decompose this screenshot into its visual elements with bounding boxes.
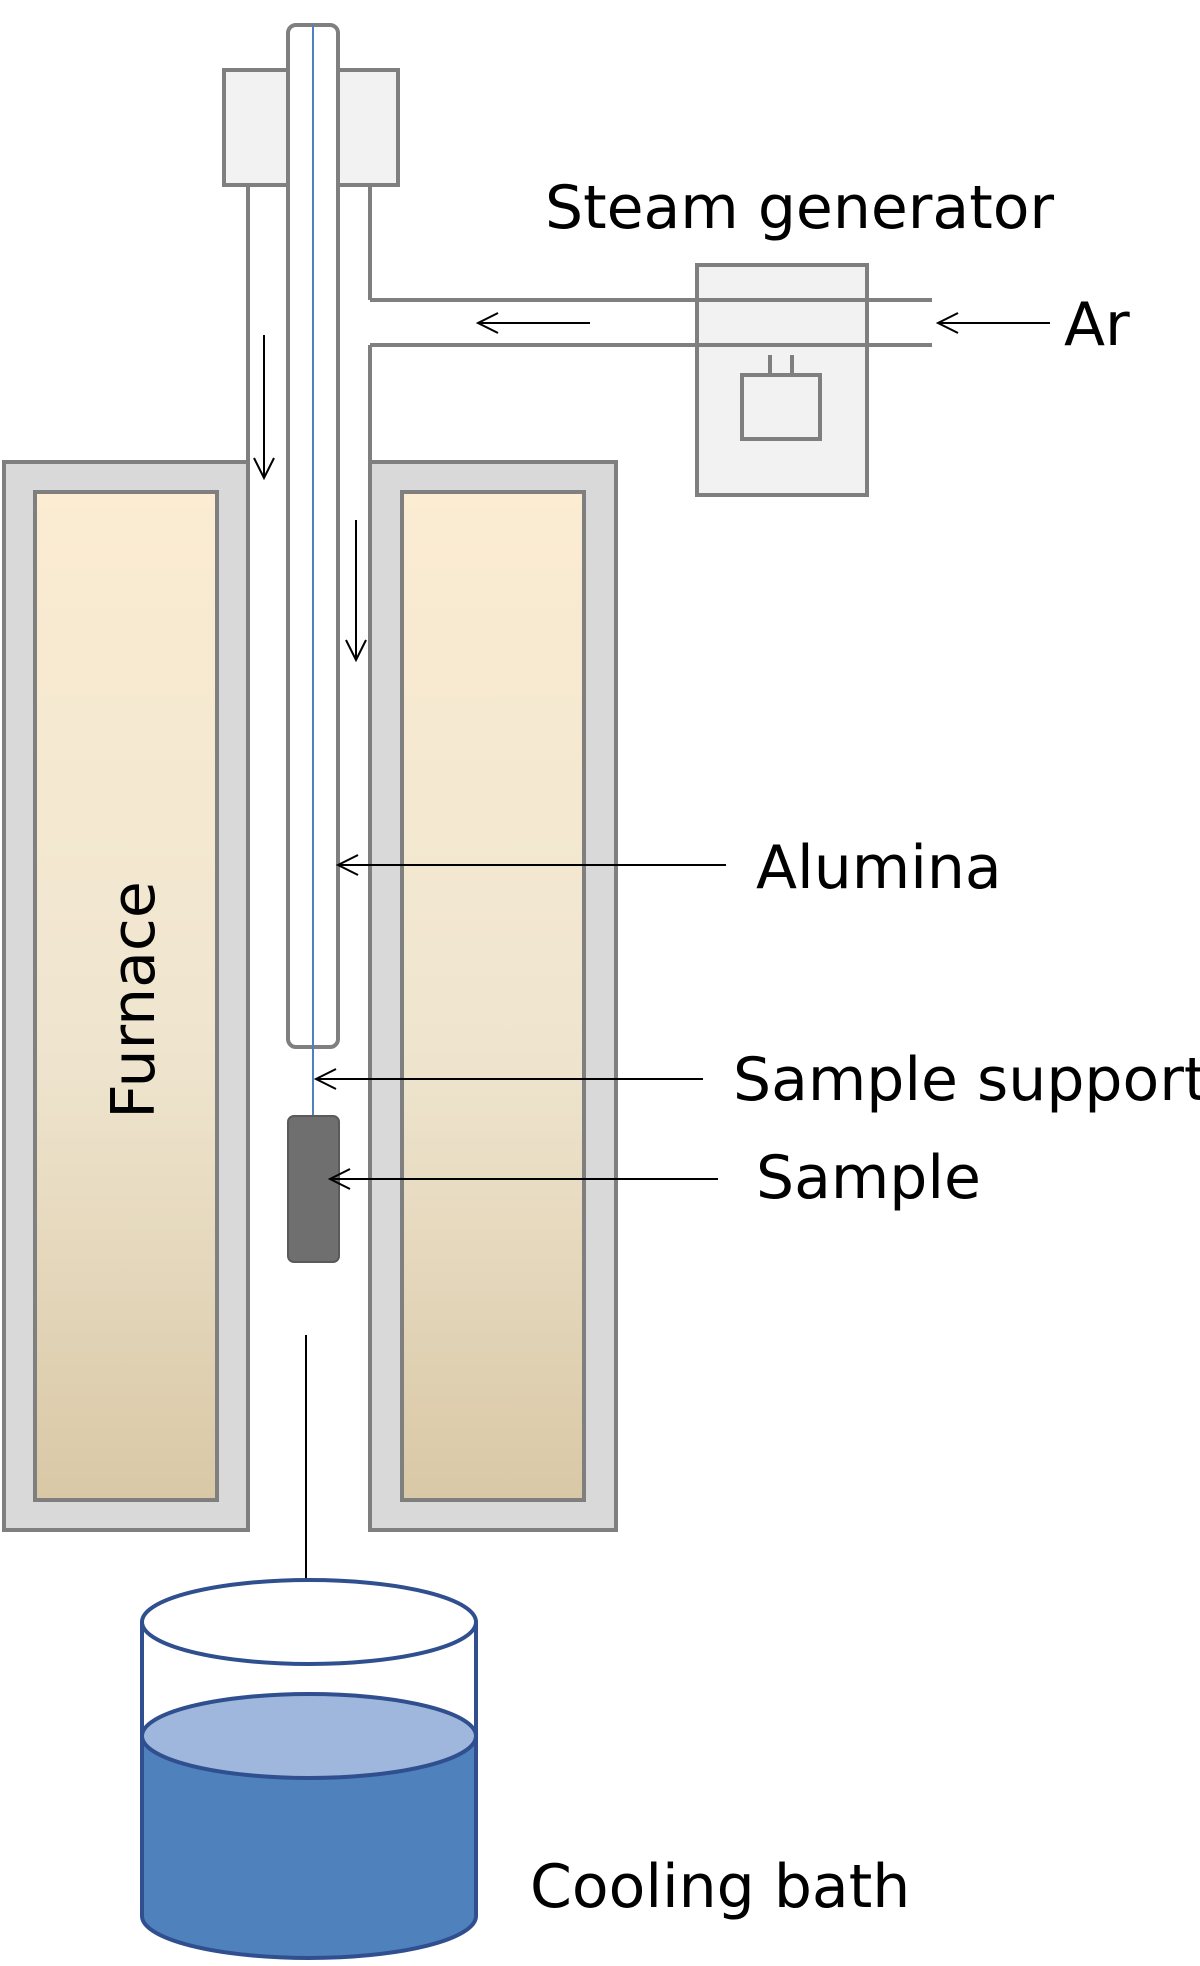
alumina-label: Alumina [756,833,1002,903]
cooling-bath [140,1578,478,1960]
sample [287,1115,340,1263]
cooling-bath-label: Cooling bath [530,1852,910,1922]
bath-rim [140,1578,478,1666]
ar-label: Ar [1064,290,1130,360]
furnace-right-heater [400,490,586,1502]
water-surface [140,1692,478,1780]
steam-vessel [740,373,822,441]
label-pointers [316,865,726,1179]
steam-generator-label: Steam generator [545,173,1054,243]
furnace-label: Furnace [99,881,169,1119]
reaction-tube [246,185,372,462]
flow-arrows [264,323,1050,1618]
steam-generator [695,263,869,497]
sample-support-label: Sample support [733,1045,1200,1115]
furnace-right-wall [368,460,618,1532]
furnace-left-wall [2,460,250,1532]
furnace-left-heater [33,490,219,1502]
bath-water [142,1736,476,1958]
sample-label: Sample [756,1143,981,1213]
